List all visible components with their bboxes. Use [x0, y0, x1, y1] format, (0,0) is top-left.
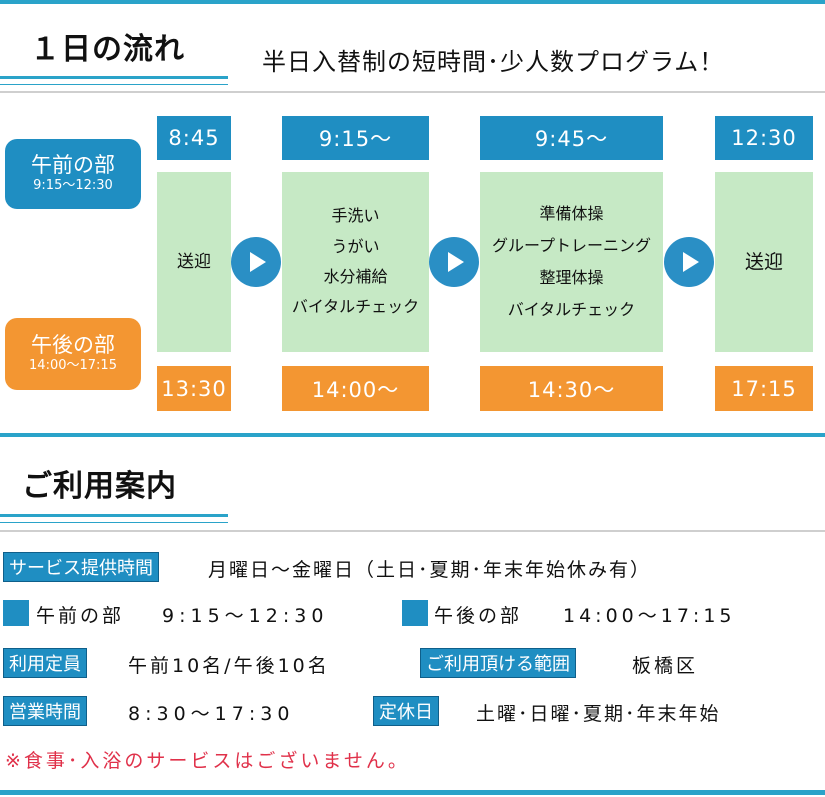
morning-square-icon	[3, 600, 29, 626]
afternoon-label: 午後の部	[31, 332, 115, 357]
afternoon-session-label: 午後の部	[434, 605, 523, 627]
guide-title: ご利用案内	[22, 469, 177, 504]
holidays-tag: 定休日	[373, 696, 439, 726]
col3-pm-time: 14:30〜	[480, 366, 663, 411]
service-hours-value: 月曜日〜金曜日（土日･夏期･年末年始休み有）	[208, 559, 652, 581]
business-hours-value: 8:30〜17:30	[128, 703, 295, 725]
col1-pm-time: 13:30	[157, 366, 231, 411]
col1-content: 送迎	[157, 172, 231, 352]
business-hours-tag: 営業時間	[3, 696, 87, 726]
col3-content: 準備体操 グループトレーニング 整理体操 バイタルチェック	[480, 172, 663, 352]
guide-divider	[0, 530, 825, 532]
guide-underline	[0, 514, 228, 517]
afternoon-square-icon	[402, 600, 428, 626]
service-hours-tag: サービス提供時間	[3, 552, 159, 582]
col3-am-time: 9:45〜	[480, 116, 663, 160]
morning-session-value: 9:15〜12:30	[162, 605, 329, 627]
afternoon-session-pill: 午後の部 14:00〜17:15	[5, 318, 141, 390]
area-tag: ご利用頂ける範囲	[420, 648, 576, 678]
arrow-play-icon-3	[664, 237, 714, 287]
col2-content: 手洗い うがい 水分補給 バイタルチェック	[282, 172, 429, 352]
col4-am-time: 12:30	[715, 116, 813, 160]
area-value: 板橋区	[632, 655, 699, 677]
guide-underline-thin	[0, 522, 228, 523]
afternoon-time: 14:00〜17:15	[29, 358, 117, 374]
col2-am-time: 9:15〜	[282, 116, 429, 160]
no-meal-bath-note: ※食事･入浴のサービスはございません。	[5, 750, 410, 772]
afternoon-session-value: 14:00〜17:15	[563, 605, 736, 627]
morning-session-label: 午前の部	[36, 605, 125, 627]
holidays-value: 土曜･日曜･夏期･年末年始	[476, 703, 721, 725]
subtitle-divider	[0, 91, 825, 93]
col2-pm-time: 14:00〜	[282, 366, 429, 411]
schedule-title: １日の流れ	[30, 32, 185, 67]
morning-label: 午前の部	[31, 152, 115, 177]
top-border	[0, 0, 825, 4]
col4-content: 送迎	[715, 172, 813, 352]
capacity-value: 午前10名/午後10名	[128, 655, 330, 677]
capacity-tag: 利用定員	[3, 648, 87, 678]
morning-session-pill: 午前の部 9:15〜12:30	[5, 139, 141, 209]
arrow-play-icon-2	[429, 237, 479, 287]
col1-am-time: 8:45	[157, 116, 231, 160]
title-underline	[0, 76, 228, 79]
morning-time: 9:15〜12:30	[33, 178, 113, 194]
schedule-subtitle: 半日入替制の短時間･少人数プログラム！	[262, 48, 725, 76]
section-divider	[0, 433, 825, 437]
arrow-play-icon-1	[231, 237, 281, 287]
title-underline-thin	[0, 84, 228, 85]
bottom-border	[0, 790, 825, 795]
col4-pm-time: 17:15	[715, 366, 813, 411]
